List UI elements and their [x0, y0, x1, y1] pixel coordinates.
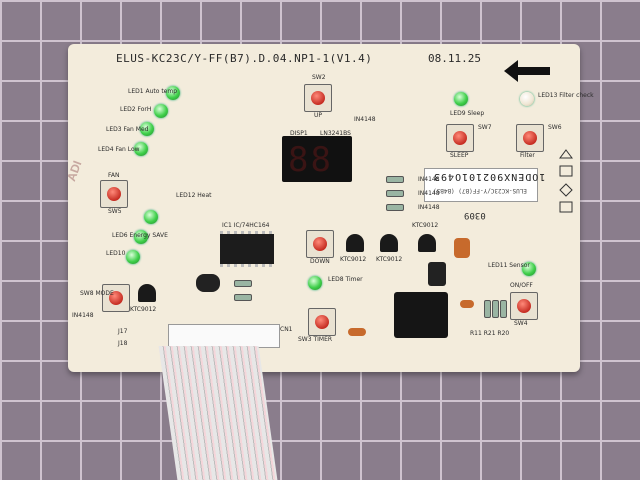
led-forh [154, 104, 168, 118]
on-off-button[interactable] [510, 292, 538, 320]
electrolytic-capacitor [428, 262, 446, 286]
led-sensor [522, 262, 536, 276]
in4148-label-d: IN4148 [418, 204, 440, 211]
j18-label: J18 [118, 340, 128, 347]
ceramic-capacitor-2 [348, 328, 366, 336]
sticker-code: 1ODENX902101O493 [433, 171, 546, 182]
transistor-q1 [346, 234, 364, 252]
disp1-label: DISP1 [290, 130, 308, 137]
fan-label: FAN [108, 172, 120, 179]
ic-74hc164 [220, 231, 274, 267]
display-digits: 88 [288, 140, 333, 180]
shape-icons [559, 149, 573, 213]
resistor-r5 [234, 294, 252, 301]
serial-sticker: 1ODENX902101O493 ELUS-KC23C/Y-FF(B7) (B4… [424, 168, 545, 202]
fan-button[interactable] [100, 180, 128, 208]
led13-label: LED13 Filter check [538, 92, 594, 99]
filter-button[interactable] [516, 124, 544, 152]
resistor-d6 [386, 204, 404, 211]
led1-label: LED1 Auto temp [128, 88, 178, 95]
in4148-label-c: IN4148 [418, 190, 440, 197]
board-date-label: 08.11.25 [428, 52, 481, 65]
resistor-d7 [386, 190, 404, 197]
transistor-q4 [138, 284, 156, 302]
ribbon-cable [158, 346, 278, 480]
resistor-group-label: R11 R21 R20 [470, 330, 510, 337]
timer-button[interactable] [308, 308, 336, 336]
ktc-label-3: KTC9012 [376, 256, 403, 263]
led-fan-low [134, 142, 148, 156]
led12-label: LED12 Heat [176, 192, 212, 199]
cn1-label: CN1 [280, 326, 293, 333]
side-mark: ADI [64, 158, 85, 184]
buzzer [394, 292, 448, 338]
sw5-label: SW5 [108, 208, 122, 215]
sw2-label: SW2 [312, 74, 326, 81]
led-energy-save [134, 230, 148, 244]
led2-label: LED2 ForH [120, 106, 152, 113]
filter-label: Filter [520, 152, 535, 159]
ktc-label-4: KTC9012 [412, 222, 439, 229]
sw6-label: SW6 [548, 124, 562, 131]
ktc-label-1: KTC9012 [130, 306, 157, 313]
led-auto-temp [166, 86, 180, 100]
sw7-label: SW7 [478, 124, 492, 131]
led-fan-med [140, 122, 154, 136]
led8-label: LED8 Timer [328, 276, 363, 283]
onoff-label: ON/OFF [510, 282, 533, 289]
led11-label: LED11 Sensor [488, 262, 530, 269]
down-button[interactable] [306, 230, 334, 258]
up-label: UP [314, 112, 323, 119]
up-button[interactable] [304, 84, 332, 112]
led-10 [126, 250, 140, 264]
timer-label: SW3 TIMER [298, 336, 333, 343]
transistor-q7 [418, 234, 436, 252]
j17-label: J17 [118, 328, 128, 335]
ls-label: LN3241BS [320, 130, 351, 137]
ktc-label-2: KTC9012 [340, 256, 367, 263]
resistor-r21 [492, 300, 499, 318]
resistor-r11 [484, 300, 491, 318]
in4148-label-e: IN4148 [72, 312, 94, 319]
led3-label: LED3 Fan Med [106, 126, 149, 133]
ceramic-capacitor-3 [460, 300, 474, 308]
ribbon-connector [168, 324, 280, 348]
ceramic-capacitor-1 [454, 238, 470, 258]
sleep-label: SLEEP [450, 152, 469, 159]
led-timer [308, 276, 322, 290]
down-label: DOWN [310, 258, 330, 265]
led9-label: LED9 Sleep [450, 110, 485, 117]
mode-label: SW8 MODE [80, 290, 114, 297]
led-filter-check [520, 92, 534, 106]
led10-label: LED10 [106, 250, 126, 257]
seven-segment-display: 88 [282, 136, 352, 182]
transistor-q2 [380, 234, 398, 252]
led-heat [144, 210, 158, 224]
sleep-button[interactable] [446, 124, 474, 152]
resistor-d4 [386, 176, 404, 183]
sw4-label: SW4 [514, 320, 528, 327]
batch-code: 0309 [464, 210, 486, 220]
board-model-label: ELUS-KC23C/Y-FF(B7).D.04.NP1-1(V1.4) [116, 52, 373, 65]
led6-label: LED6 Energy SAVE [112, 232, 168, 239]
capacitor-c3 [196, 274, 220, 292]
led4-label: LED4 Fan Low [98, 146, 140, 153]
in4148-label-b: IN4148 [418, 176, 440, 183]
in4148-label-a: IN4148 [354, 116, 376, 123]
resistor-r20 [500, 300, 507, 318]
mode-button[interactable] [102, 284, 130, 312]
left-arrow-icon [504, 60, 550, 82]
pcb-board: ELUS-KC23C/Y-FF(B7).D.04.NP1-1(V1.4) 08.… [64, 44, 594, 372]
led-sleep [454, 92, 468, 106]
resistor-r22 [234, 280, 252, 287]
ic1-label: IC1 IC/74HC164 [222, 222, 270, 229]
sticker-sub: ELUS-KC23C/Y-FF(B7) (B4B5) [433, 187, 527, 194]
